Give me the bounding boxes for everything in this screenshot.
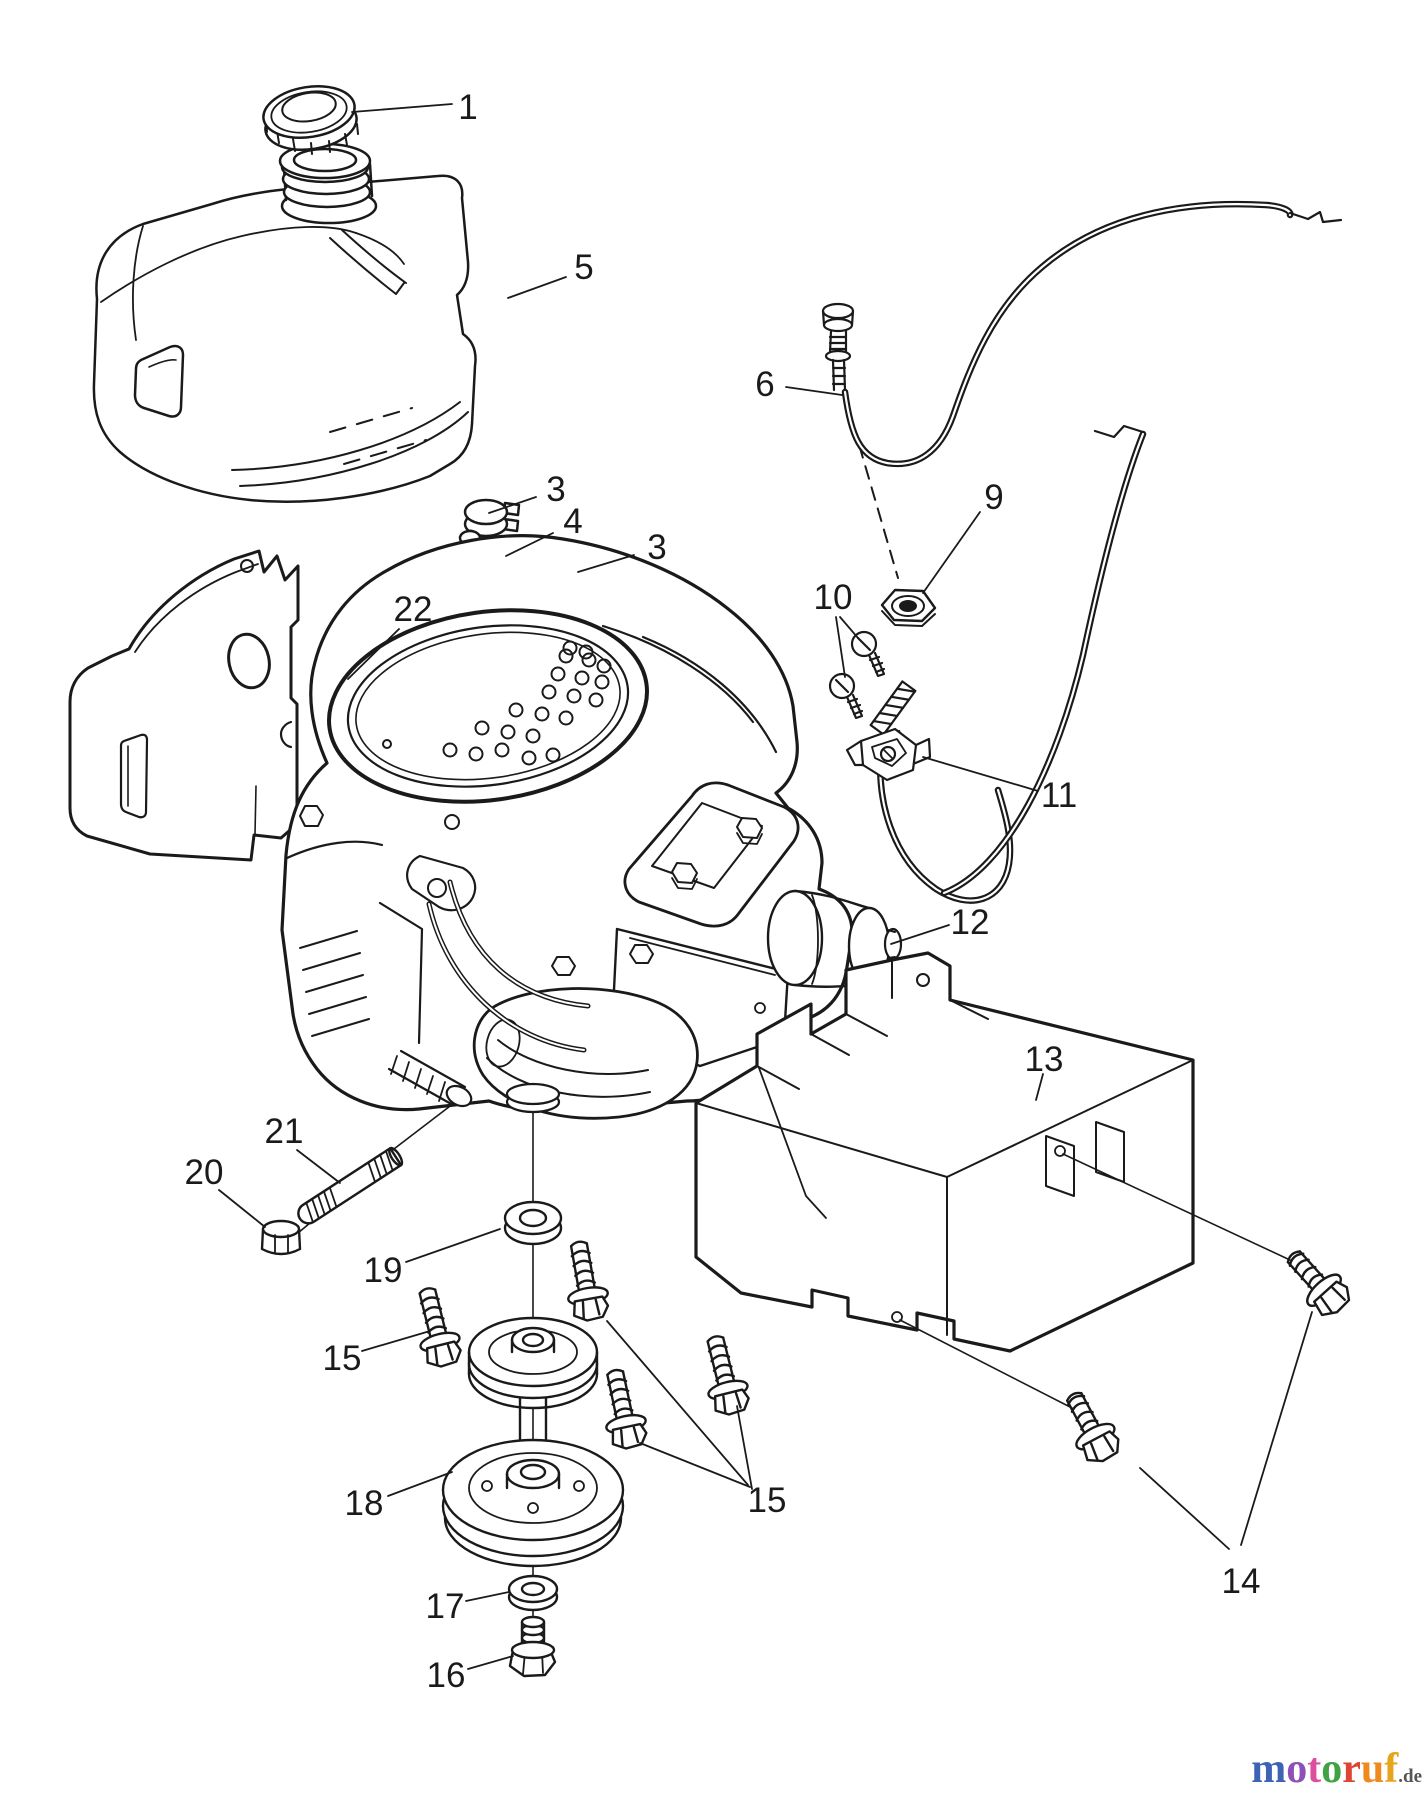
washer-upper bbox=[503, 1200, 563, 1246]
logo-letter: u bbox=[1360, 1746, 1385, 1792]
callout-label-engine-screw-left: 15 bbox=[323, 1339, 362, 1378]
control-box-cover bbox=[694, 951, 1195, 1353]
callout-leader-line-heat-shield bbox=[347, 628, 400, 680]
callout-label-control-box-cover: 13 bbox=[1025, 1040, 1064, 1079]
cable-wire-end bbox=[1288, 210, 1343, 224]
callout-label-engine: 12 bbox=[951, 903, 990, 942]
cable-terminal bbox=[869, 680, 917, 736]
cap-nut bbox=[260, 1219, 302, 1256]
callout-label-hose-clamp-upper: 3 bbox=[546, 470, 565, 509]
callout-leader-line-hose-clamp-lower bbox=[577, 554, 635, 573]
cylinder-fins bbox=[299, 930, 370, 1037]
cable-wire-end bbox=[1093, 424, 1145, 439]
callout-label-pulley-bolt: 16 bbox=[427, 1656, 466, 1695]
callout-label-washer-upper: 19 bbox=[364, 1251, 403, 1290]
cable-clamp bbox=[845, 727, 932, 782]
callout-label-pulley-assembly: 18 bbox=[345, 1484, 384, 1523]
callout-label-cover-bolts: 14 bbox=[1222, 1562, 1261, 1601]
callout-leader-line-cover-bolts bbox=[1139, 1467, 1230, 1550]
threaded-boss bbox=[387, 1049, 473, 1108]
pulley-bolt bbox=[508, 1615, 557, 1678]
small-pulley bbox=[467, 1316, 599, 1410]
callout-leader-line-control-box-cover bbox=[1035, 1073, 1044, 1101]
callout-leader-line-fuel-hose bbox=[505, 532, 554, 557]
engine-bolt-head bbox=[299, 805, 324, 827]
fuel-tank bbox=[92, 142, 477, 503]
shield-tab bbox=[119, 733, 149, 819]
callout-label-washer-lower: 17 bbox=[426, 1587, 465, 1626]
panel-bolt-heads bbox=[671, 817, 763, 890]
logo-letter: o bbox=[1286, 1746, 1308, 1792]
callout-leader-line-engine-screws-right bbox=[606, 1320, 749, 1486]
heat-shield bbox=[68, 549, 300, 862]
tank-side-pocket bbox=[133, 344, 185, 418]
callout-leader-line-cover-bolts bbox=[1240, 1311, 1313, 1546]
callout-leader-line-washer-upper bbox=[405, 1228, 501, 1263]
callout-leader-line-clamp-screws bbox=[839, 616, 859, 639]
callout-leader-line-hose-clamp-upper bbox=[488, 496, 537, 514]
callout-leader-line-pulley-bolt bbox=[467, 1655, 514, 1670]
callout-leader-line-engine-screws-right bbox=[736, 1405, 753, 1490]
large-pulley bbox=[441, 1438, 625, 1568]
logo-letter: r bbox=[1342, 1746, 1361, 1792]
throttle-cable bbox=[821, 200, 1343, 468]
callout-leader-line-jam-nut bbox=[922, 511, 981, 594]
callout-leader-line-fuel-tank bbox=[507, 276, 567, 299]
fuel-line-routing bbox=[426, 879, 591, 1053]
clamp-screws bbox=[828, 630, 886, 720]
callout-label-jam-nut: 9 bbox=[984, 478, 1003, 517]
motoruf-logo-suffix: .de bbox=[1398, 1766, 1422, 1787]
callout-label-fuel-tank: 5 bbox=[574, 248, 593, 287]
callout-leader-line-cap-nut bbox=[218, 1189, 266, 1228]
callout-label-hose-clamp-lower: 3 bbox=[647, 528, 666, 567]
air-cleaner-panel bbox=[623, 781, 800, 928]
callout-label-engine-screws-right: 15 bbox=[748, 1481, 787, 1520]
blower-screen bbox=[327, 608, 649, 804]
callout-label-fuel-hose: 4 bbox=[563, 502, 582, 541]
callout-leader-line-cable-clamp bbox=[922, 756, 1039, 792]
engine bbox=[280, 534, 903, 1120]
stud bbox=[297, 1146, 404, 1225]
callout-leader-line-stud bbox=[296, 1149, 341, 1184]
motoruf-logo-text: motoruf bbox=[1251, 1746, 1398, 1792]
callout-leader-line-pulley-assembly bbox=[387, 1471, 453, 1497]
callout-leader-line-engine-screws-right bbox=[639, 1442, 751, 1488]
jam-nut bbox=[880, 588, 937, 627]
callout-leader-line-washer-lower bbox=[465, 1591, 510, 1602]
callout-label-heat-shield: 22 bbox=[394, 590, 433, 629]
callout-leader-line-engine bbox=[890, 924, 950, 945]
callout-label-cable-clamp: 11 bbox=[1041, 776, 1077, 815]
callout-label-fuel-cap: 1 bbox=[458, 88, 477, 127]
carburetor bbox=[406, 854, 477, 912]
pto-hub bbox=[505, 1082, 561, 1114]
filler-neck bbox=[278, 142, 378, 225]
callout-leader-line-fuel-cap bbox=[351, 103, 453, 113]
cover-bolts bbox=[899, 1153, 1358, 1470]
hose-clamp-upper bbox=[463, 498, 521, 538]
logo-letter: f bbox=[1384, 1746, 1399, 1792]
callout-leader-line-engine-screw-left bbox=[361, 1330, 431, 1352]
logo-letter: o bbox=[1321, 1746, 1343, 1792]
pulley-assembly bbox=[441, 1316, 625, 1568]
fuel-cap bbox=[262, 85, 359, 155]
choke-cable bbox=[877, 424, 1147, 904]
callout-label-throttle-cable: 6 bbox=[755, 365, 774, 404]
washer-lower bbox=[507, 1574, 559, 1612]
callout-label-clamp-screws: 10 bbox=[814, 578, 853, 617]
callout-leader-line-clamp-screws bbox=[835, 616, 846, 678]
callout-leader-line-throttle-cable bbox=[785, 386, 843, 396]
cable-adjuster bbox=[821, 302, 855, 392]
callout-label-stud: 21 bbox=[265, 1112, 304, 1151]
logo-letter: m bbox=[1251, 1746, 1287, 1792]
callout-label-cap-nut: 20 bbox=[185, 1153, 224, 1192]
logo-letter: t bbox=[1307, 1746, 1322, 1792]
motoruf-logo: motoruf.de bbox=[1240, 1748, 1422, 1790]
engine-screw-left bbox=[406, 1282, 467, 1372]
